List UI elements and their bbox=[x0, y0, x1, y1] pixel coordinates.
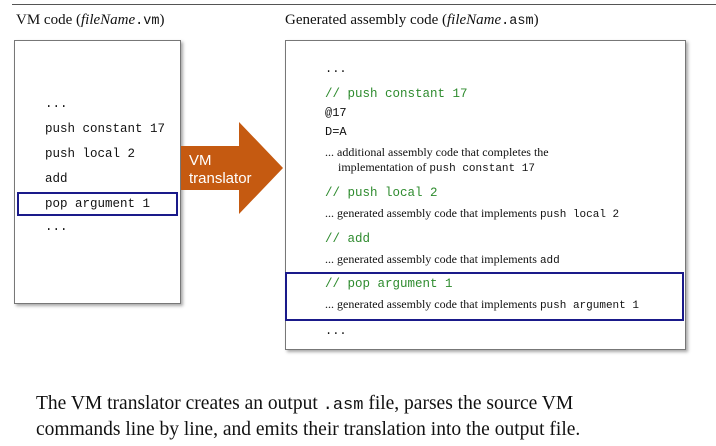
vm-line: add bbox=[45, 172, 68, 186]
vm-highlight-box bbox=[17, 192, 178, 216]
vm-line: push local 2 bbox=[45, 147, 136, 161]
translator-arrow bbox=[181, 122, 283, 214]
vm-line: ... bbox=[45, 97, 68, 111]
asm-panel-title: Generated assembly code (fileName.asm) bbox=[285, 12, 539, 29]
asm-highlight-box bbox=[285, 272, 684, 321]
vm-code-box bbox=[14, 40, 181, 304]
asm-code-at17: @17 bbox=[325, 106, 347, 120]
asm-desc-add: ... generated assembly code that impleme… bbox=[325, 252, 560, 267]
asm-comment-pop-argument: // pop argument 1 bbox=[325, 277, 453, 291]
asm-desc-pop-argument: ... generated assembly code that impleme… bbox=[325, 297, 639, 312]
asm-comment-push-local: // push local 2 bbox=[325, 186, 438, 200]
asm-desc-push-constant-2: implementation of push constant 17 bbox=[338, 160, 535, 175]
asm-code-box bbox=[285, 40, 686, 350]
caption-line-2: commands line by line, and emits their t… bbox=[36, 419, 581, 440]
vm-panel-title: VM code (fileName.vm) bbox=[16, 12, 165, 29]
vm-line-highlighted: pop argument 1 bbox=[45, 197, 151, 211]
asm-comment-push-constant: // push constant 17 bbox=[325, 87, 468, 101]
arrow-label-line2: translator bbox=[189, 170, 252, 187]
vm-line: push constant 17 bbox=[45, 122, 166, 136]
asm-desc-push-constant-1: ... additional assembly code that comple… bbox=[325, 145, 549, 159]
asm-top-ellipsis: ... bbox=[325, 62, 347, 76]
arrow-shape bbox=[181, 122, 283, 214]
asm-comment-add: // add bbox=[325, 232, 371, 246]
arrow-label-line1: VM bbox=[189, 152, 212, 169]
vm-line: ... bbox=[45, 220, 68, 234]
top-rule bbox=[12, 4, 716, 5]
asm-desc-push-local: ... generated assembly code that impleme… bbox=[325, 206, 620, 221]
asm-code-dA: D=A bbox=[325, 125, 347, 139]
caption: The VM translator creates an output .asm… bbox=[36, 392, 580, 442]
asm-bottom-ellipsis: ... bbox=[325, 324, 347, 338]
caption-line-1: The VM translator creates an output .asm… bbox=[36, 393, 574, 415]
